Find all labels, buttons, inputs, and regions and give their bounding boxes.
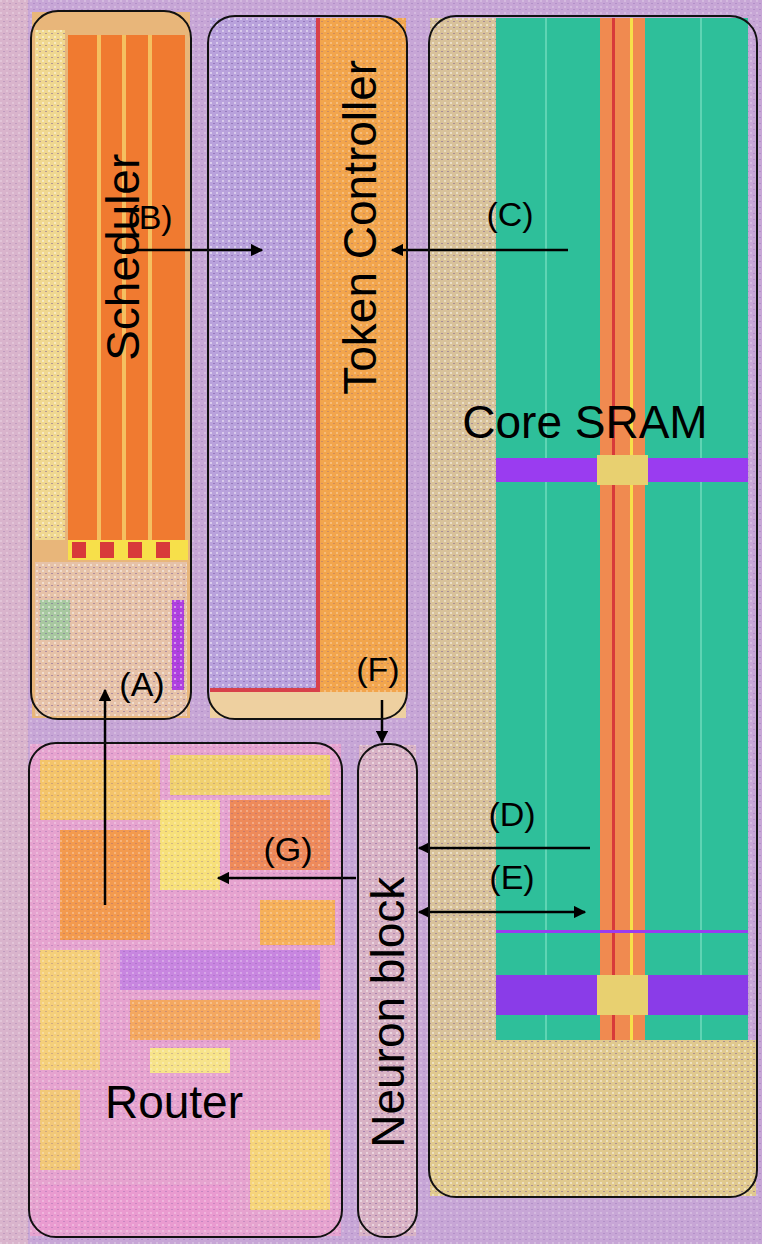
token-texture [210,18,318,690]
scheduler-cell [100,542,114,558]
scheduler-array [68,35,185,545]
token-texture [318,18,406,718]
sram-band [496,975,748,1015]
sram-periphery [430,18,496,1058]
edge-label: (E) [489,859,534,896]
scheduler-column [35,30,65,540]
scheduler-logic [35,562,187,716]
sram-texture [430,1040,756,1196]
token-logic [210,18,318,690]
block-label: Core SRAM [462,397,707,448]
edge-label: (F) [356,651,399,688]
sram-stripe [545,18,547,1040]
die-block: Neuron block [357,743,418,1238]
signal-arrow [381,700,384,742]
block-label: Router [105,1077,243,1128]
die-block: Scheduler [30,10,192,720]
edge-label: (B) [127,199,172,236]
edge-label: (C) [486,196,533,233]
router-texture [30,744,341,1236]
signal-arrow [419,847,590,850]
scheduler-cell [72,542,86,558]
die-block: Router [28,742,343,1238]
signal-arrow [104,690,107,905]
token-rail [210,688,320,692]
signal-arrow [419,911,585,914]
block-label: Scheduler [99,153,150,360]
scheduler-texture [35,562,187,716]
scheduler-area [32,12,190,718]
sram-decoder-line [612,18,615,1040]
block-label: Token Controller [335,60,386,395]
neuron-texture [359,745,416,1236]
signal-arrow [392,249,568,252]
sram-logic [430,1040,756,1196]
edge-label: (D) [488,796,535,833]
sram-stripe [700,18,702,1040]
edge-label: (A) [119,666,164,703]
scheduler-cell [156,542,170,558]
sram-texture [430,18,496,1058]
token-rail [316,18,320,690]
token-bottom [210,692,406,718]
block-label: Neuron block [364,876,415,1147]
router-area [30,744,341,1236]
sram-control [597,975,648,1015]
sram-control [597,455,648,485]
edge-label: (G) [263,831,312,868]
scheduler-texture [35,30,65,540]
sram-line [496,930,748,933]
sram-decoder-line [630,18,633,1040]
die-block: Core SRAM [428,15,758,1198]
scheduler-band [68,540,188,560]
token-strip [318,18,406,718]
die-block: Token Controller [207,15,408,720]
signal-arrow [218,877,356,880]
scheduler-cell [128,542,142,558]
sram-decoder [600,18,645,1040]
neuron-area [359,745,416,1236]
